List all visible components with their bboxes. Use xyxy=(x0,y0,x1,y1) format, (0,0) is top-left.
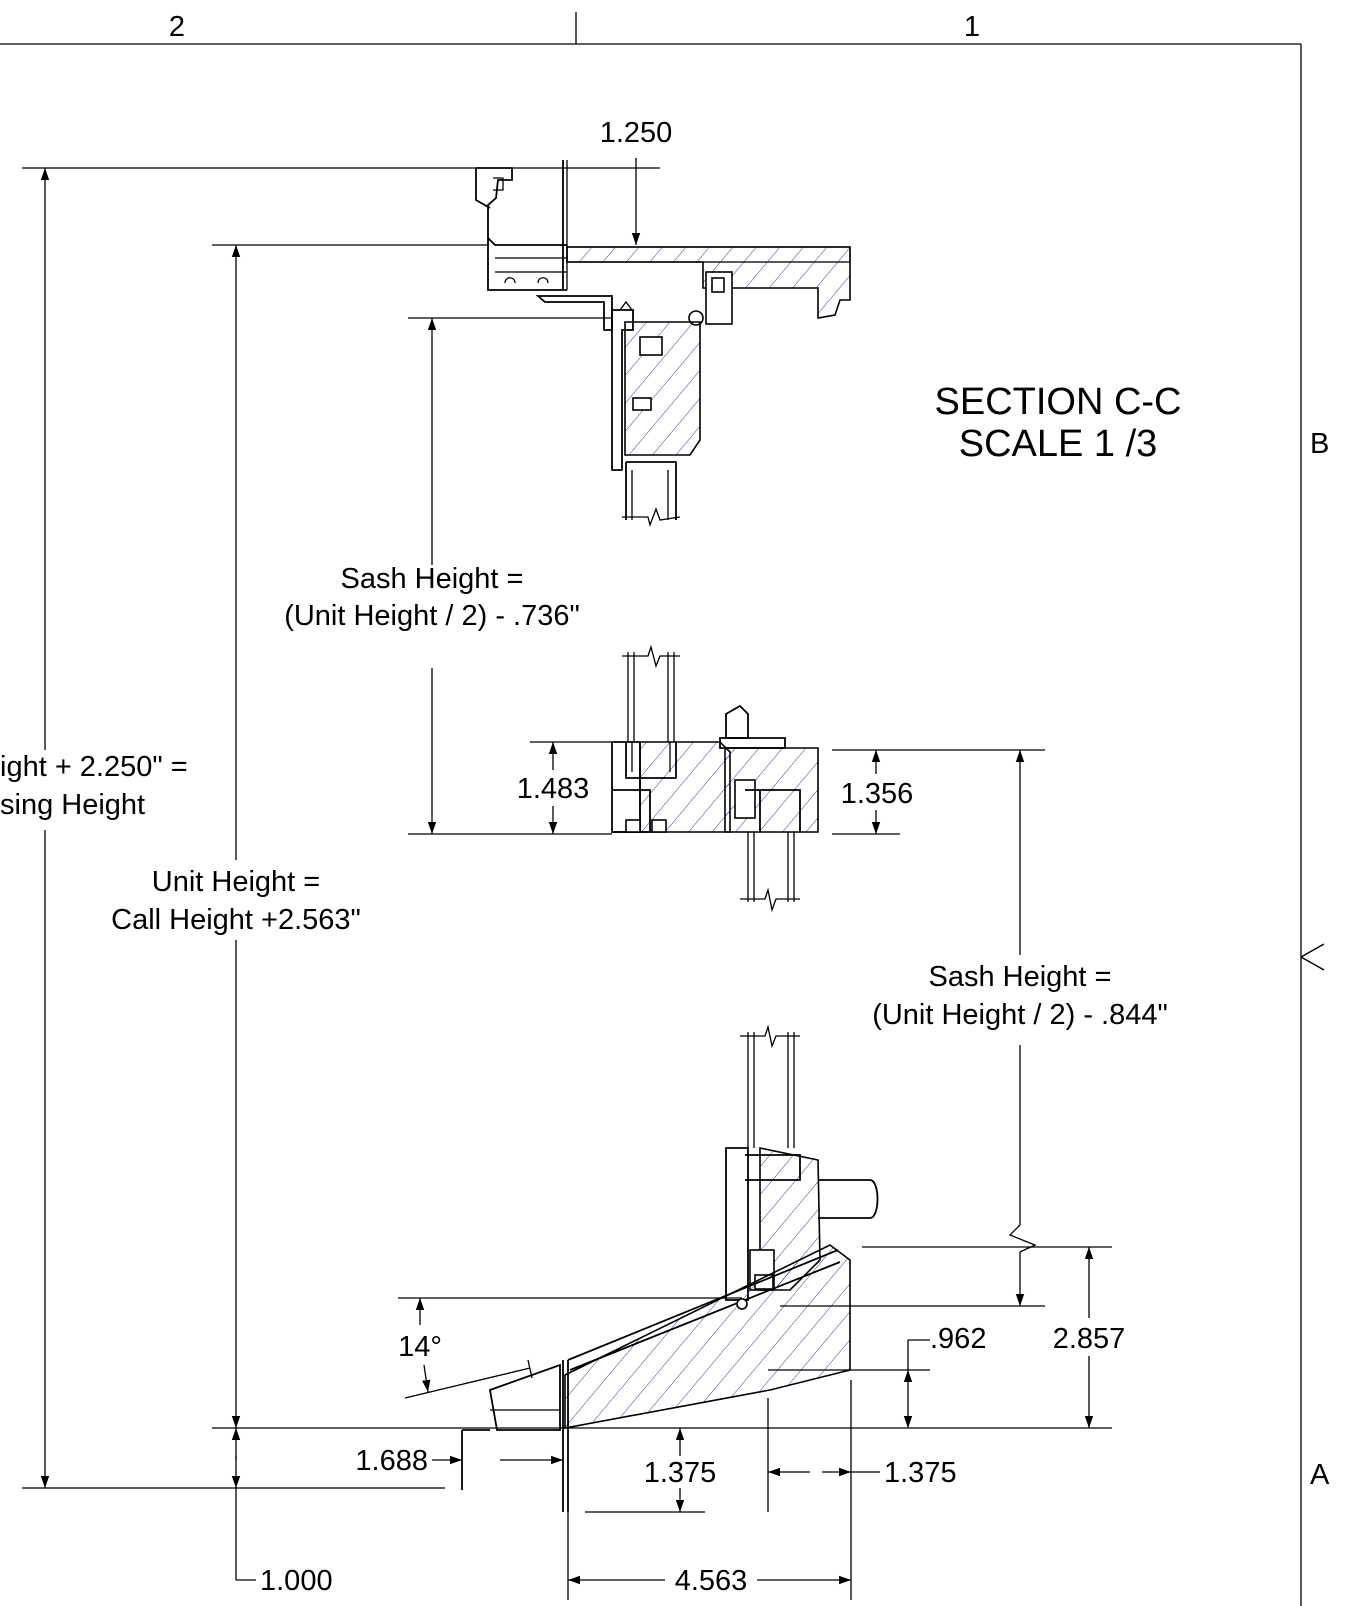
section-scale: SCALE 1 /3 xyxy=(959,423,1158,465)
sill-assembly xyxy=(461,1024,879,1512)
zone-label-1: 1 xyxy=(964,11,980,43)
dim-sill-left-offset: 1.688 xyxy=(355,1445,428,1477)
dim-unit-height-line2: Call Height +2.563" xyxy=(111,904,361,936)
dim-unit-height-line1: Unit Height = xyxy=(152,866,320,898)
dim-top-sash-height-line1: Sash Height = xyxy=(341,563,524,595)
meeting-rail-assembly xyxy=(611,644,819,913)
dim-sill-rise: 2.857 xyxy=(1053,1323,1126,1355)
dim-sill-outer: 1.375 xyxy=(884,1457,957,1489)
dim-bottom-sash-height-line1: Sash Height = xyxy=(929,961,1112,993)
dim-meeting-rail-left: 1.483 xyxy=(517,773,590,805)
dim-bottom-sash-height-line2: (Unit Height / 2) - .844" xyxy=(872,999,1168,1031)
dim-meeting-rail-right: 1.356 xyxy=(841,778,914,810)
dim-overall-height-line1: ight + 2.250" = xyxy=(0,751,188,783)
zone-label-a: A xyxy=(1310,1459,1330,1491)
dim-sill-step: .962 xyxy=(930,1323,986,1355)
dim-overall-height-line2: sing Height xyxy=(0,789,145,821)
dim-bottom-offset: 1.000 xyxy=(260,1565,333,1597)
dim-sill-depth: 4.563 xyxy=(675,1565,748,1597)
dim-sill-angle: 14° xyxy=(398,1331,442,1363)
drawing-border xyxy=(0,12,1325,1606)
zone-label-2: 2 xyxy=(169,11,185,43)
dim-head-offset: 1.250 xyxy=(600,117,673,149)
dimension-lines xyxy=(22,158,1112,1600)
head-assembly xyxy=(475,160,851,528)
dim-sill-inner: 1.375 xyxy=(644,1457,717,1489)
zone-label-b: B xyxy=(1310,428,1329,460)
dim-top-sash-height-line2: (Unit Height / 2) - .736" xyxy=(284,600,580,632)
section-title: SECTION C-C xyxy=(935,381,1182,423)
